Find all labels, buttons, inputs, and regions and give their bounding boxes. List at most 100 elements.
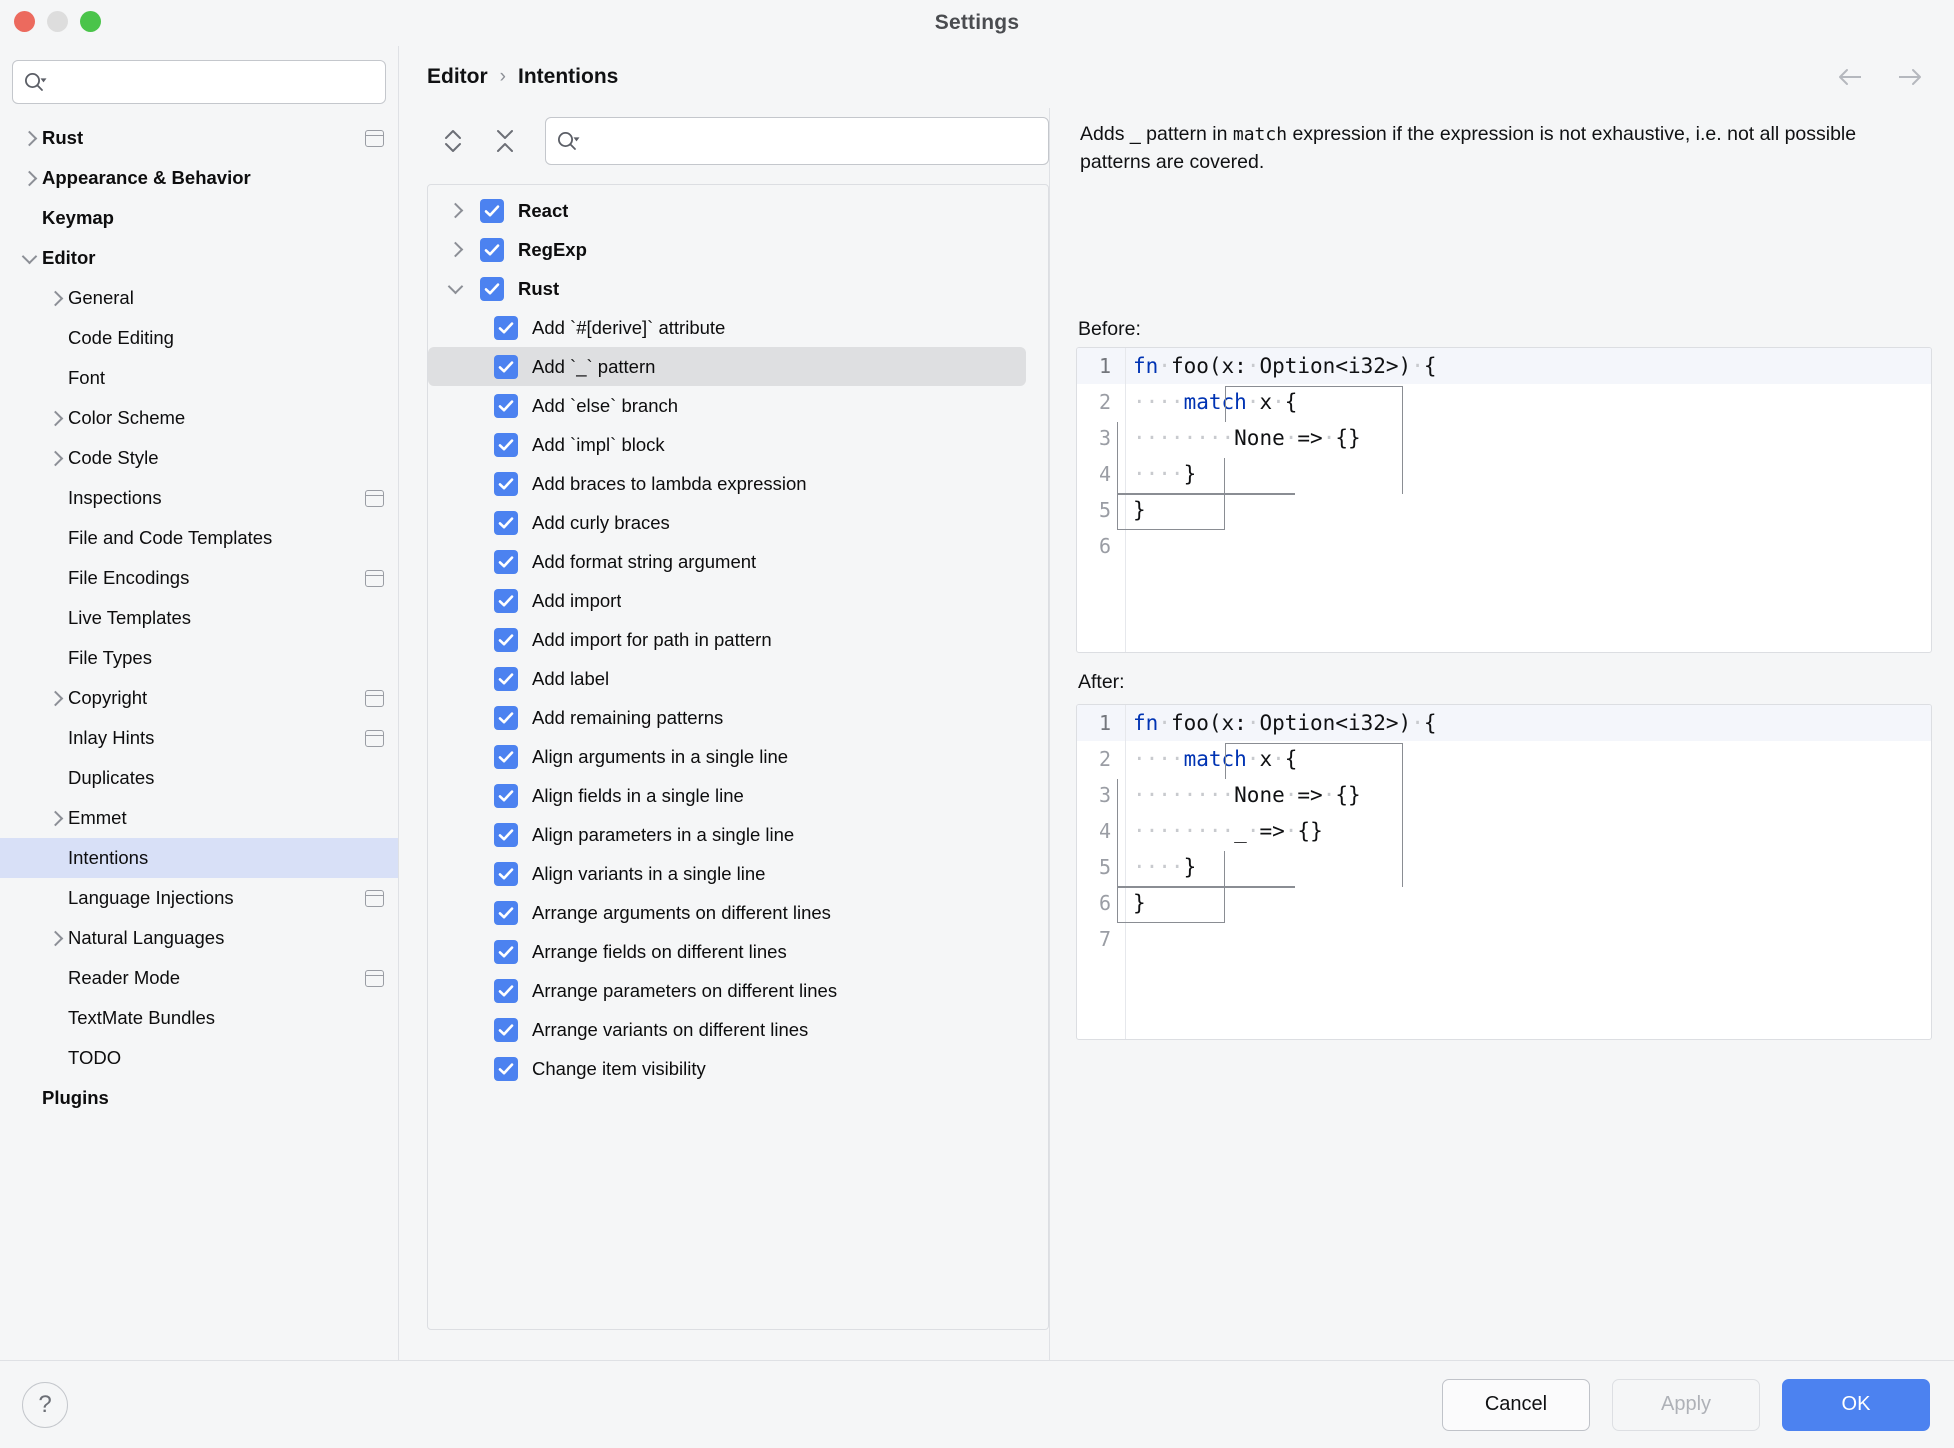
intention-row[interactable]: Add `#[derive]` attribute [428,308,1048,347]
expand-all-icon[interactable] [427,118,479,164]
chevron-right-icon[interactable] [42,410,68,426]
intentions-search-box[interactable] [545,117,1049,165]
checkbox-checked-icon[interactable] [494,315,518,340]
checkbox-checked-icon[interactable] [494,744,518,769]
intention-row[interactable]: Align arguments in a single line [428,737,1048,776]
intention-row[interactable]: Add `impl` block [428,425,1048,464]
apply-button[interactable]: Apply [1612,1378,1760,1431]
sidebar-item-font[interactable]: Font [0,358,398,398]
checkbox-checked-icon[interactable] [494,978,518,1003]
chevron-right-icon[interactable] [42,930,68,946]
sidebar-item-inlay-hints[interactable]: Inlay Hints [0,718,398,758]
ok-button[interactable]: OK [1782,1378,1930,1431]
intention-row[interactable]: Add braces to lambda expression [428,464,1048,503]
sidebar-item-natural-languages[interactable]: Natural Languages [0,918,398,958]
checkbox-checked-icon[interactable] [480,198,504,223]
checkbox-checked-icon[interactable] [494,939,518,964]
close-window-button[interactable] [14,11,35,32]
sidebar-item-file-and-code-templates[interactable]: File and Code Templates [0,518,398,558]
chevron-right-icon[interactable] [16,170,42,186]
intention-row[interactable]: Align variants in a single line [428,854,1048,893]
checkbox-checked-icon[interactable] [480,276,504,301]
chevron-down-icon[interactable] [16,248,42,264]
sidebar-item-emmet[interactable]: Emmet [0,798,398,838]
sidebar-item-language-injections[interactable]: Language Injections [0,878,398,918]
sidebar-item-intentions[interactable]: Intentions [0,838,398,878]
breadcrumb-parent[interactable]: Editor [427,65,488,88]
checkbox-checked-icon[interactable] [494,549,518,574]
checkbox-checked-icon[interactable] [494,432,518,457]
sidebar-item-live-templates[interactable]: Live Templates [0,598,398,638]
sidebar-item-reader-mode[interactable]: Reader Mode [0,958,398,998]
intention-row[interactable]: Add import for path in pattern [428,620,1048,659]
checkbox-checked-icon[interactable] [494,471,518,496]
chevron-right-icon[interactable] [42,810,68,826]
arrow-right-icon[interactable] [1894,66,1924,88]
sidebar-item-file-encodings[interactable]: File Encodings [0,558,398,598]
sidebar-item-code-style[interactable]: Code Style [0,438,398,478]
chevron-right-icon[interactable] [42,290,68,306]
intention-row[interactable]: Add import [428,581,1048,620]
arrow-left-icon[interactable] [1836,66,1866,88]
intention-row[interactable]: Arrange arguments on different lines [428,893,1048,932]
code-line: 3········None·=>·{} [1077,777,1931,813]
sidebar-item-keymap[interactable]: Keymap [0,198,398,238]
intention-row[interactable]: Add remaining patterns [428,698,1048,737]
intention-row[interactable]: Align fields in a single line [428,776,1048,815]
sidebar-search-box[interactable] [12,60,386,104]
sidebar-item-copyright[interactable]: Copyright [0,678,398,718]
sidebar-item-inspections[interactable]: Inspections [0,478,398,518]
sidebar-item-editor[interactable]: Editor [0,238,398,278]
intention-group-row[interactable]: React [428,191,1048,230]
intention-row[interactable]: Add label [428,659,1048,698]
checkbox-checked-icon[interactable] [494,822,518,847]
intention-row[interactable]: Align parameters in a single line [428,815,1048,854]
intention-row[interactable]: Add format string argument [428,542,1048,581]
sidebar-item-color-scheme[interactable]: Color Scheme [0,398,398,438]
checkbox-checked-icon[interactable] [494,627,518,652]
chevron-right-icon[interactable] [447,241,480,258]
sidebar-item-plugins[interactable]: Plugins [0,1078,398,1118]
zoom-window-button[interactable] [80,11,101,32]
checkbox-checked-icon[interactable] [494,900,518,925]
collapse-all-icon[interactable] [479,118,531,164]
sidebar-item-todo[interactable]: TODO [0,1038,398,1078]
checkbox-checked-icon[interactable] [494,588,518,613]
sidebar-item-duplicates[interactable]: Duplicates [0,758,398,798]
cancel-button[interactable]: Cancel [1442,1378,1590,1431]
intention-row[interactable]: Add `_` pattern [428,347,1026,386]
chevron-right-icon[interactable] [16,130,42,146]
chevron-right-icon[interactable] [42,690,68,706]
checkbox-checked-icon[interactable] [480,237,504,262]
intention-row[interactable]: Arrange variants on different lines [428,1010,1048,1049]
intention-row[interactable]: Arrange fields on different lines [428,932,1048,971]
checkbox-checked-icon[interactable] [494,1056,518,1081]
checkbox-checked-icon[interactable] [494,1017,518,1042]
intention-group-row[interactable]: RegExp [428,230,1048,269]
sidebar-item-code-editing[interactable]: Code Editing [0,318,398,358]
sidebar-item-rust[interactable]: Rust [0,118,398,158]
checkbox-checked-icon[interactable] [494,705,518,730]
sidebar-item-file-types[interactable]: File Types [0,638,398,678]
sidebar-search-input[interactable] [49,73,375,91]
chevron-down-icon[interactable] [447,278,480,295]
sidebar-item-appearance-behavior[interactable]: Appearance & Behavior [0,158,398,198]
chevron-right-icon[interactable] [42,450,68,466]
intention-row[interactable]: Add `else` branch [428,386,1048,425]
help-button[interactable]: ? [22,1381,68,1428]
checkbox-checked-icon[interactable] [494,393,518,418]
checkbox-checked-icon[interactable] [494,861,518,886]
checkbox-checked-icon[interactable] [494,354,518,379]
intention-row[interactable]: Change item visibility [428,1049,1048,1088]
intention-row[interactable]: Add curly braces [428,503,1048,542]
sidebar-item-textmate-bundles[interactable]: TextMate Bundles [0,998,398,1038]
checkbox-checked-icon[interactable] [494,666,518,691]
intention-group-row[interactable]: Rust [428,269,1048,308]
intention-row[interactable]: Arrange parameters on different lines [428,971,1048,1010]
minimize-window-button[interactable] [47,11,68,32]
checkbox-checked-icon[interactable] [494,510,518,535]
intentions-search-input[interactable] [582,132,1038,150]
checkbox-checked-icon[interactable] [494,783,518,808]
chevron-right-icon[interactable] [447,202,480,219]
sidebar-item-general[interactable]: General [0,278,398,318]
